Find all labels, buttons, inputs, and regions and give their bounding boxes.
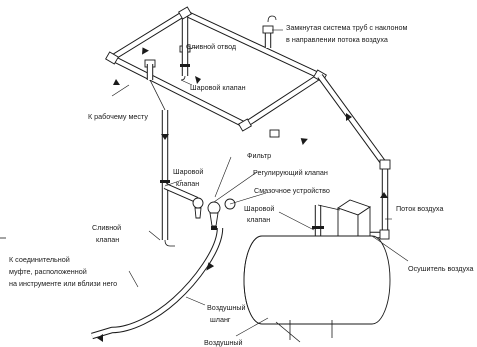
workplace-drop-pipe [146, 64, 175, 247]
air-receiver-tank [243, 235, 391, 343]
label-air-receiver: Воздушный [204, 338, 243, 347]
label-filter: Фильтр [247, 151, 271, 160]
label-drain-branch: Сливной отвод [186, 42, 237, 51]
label-air-hose-2: шланг [210, 315, 231, 324]
diagram-labels: Замкнутая система труб с наклоном в напр… [9, 23, 474, 347]
label-to-workplace: К рабочему месту [88, 112, 148, 121]
label-ball-valve-left-2: клапан [176, 179, 199, 188]
label-ball-valve-right-1: Шаровой [244, 204, 274, 213]
label-coupling-3: на инструменте или вблизи него [9, 279, 117, 288]
flow-arrows [97, 47, 388, 342]
label-air-flow: Поток воздуха [396, 204, 443, 213]
label-regulating-valve: Регулирующий клапан [253, 168, 328, 177]
label-ball-valve-top: Шаровой клапан [190, 83, 246, 92]
label-ball-valve-left-1: Шаровой [173, 167, 203, 176]
label-coupling-1: К соединительной [9, 255, 70, 264]
label-ball-valve-right-2: клапан [247, 215, 270, 224]
vent-hook [267, 15, 277, 23]
label-air-hose-1: Воздушный [207, 303, 246, 312]
fr-branch [160, 180, 199, 203]
main-feed-pipe [317, 74, 391, 240]
air-hose [91, 227, 224, 340]
label-air-dryer: Осушитель воздуха [408, 264, 474, 273]
label-closed-loop-1: Замкнутая система труб с наклоном [286, 23, 407, 32]
label-coupling-2: муфте, расположенной [9, 267, 87, 276]
frl-unit [192, 197, 236, 230]
label-lubricator: Смазочное устройство [254, 186, 330, 195]
label-drain-valve-2: клапан [96, 235, 119, 244]
label-drain-valve-1: Сливной [92, 223, 121, 232]
label-closed-loop-2: в направлении потока воздуха [286, 35, 388, 44]
leader-lines [111, 29, 409, 337]
